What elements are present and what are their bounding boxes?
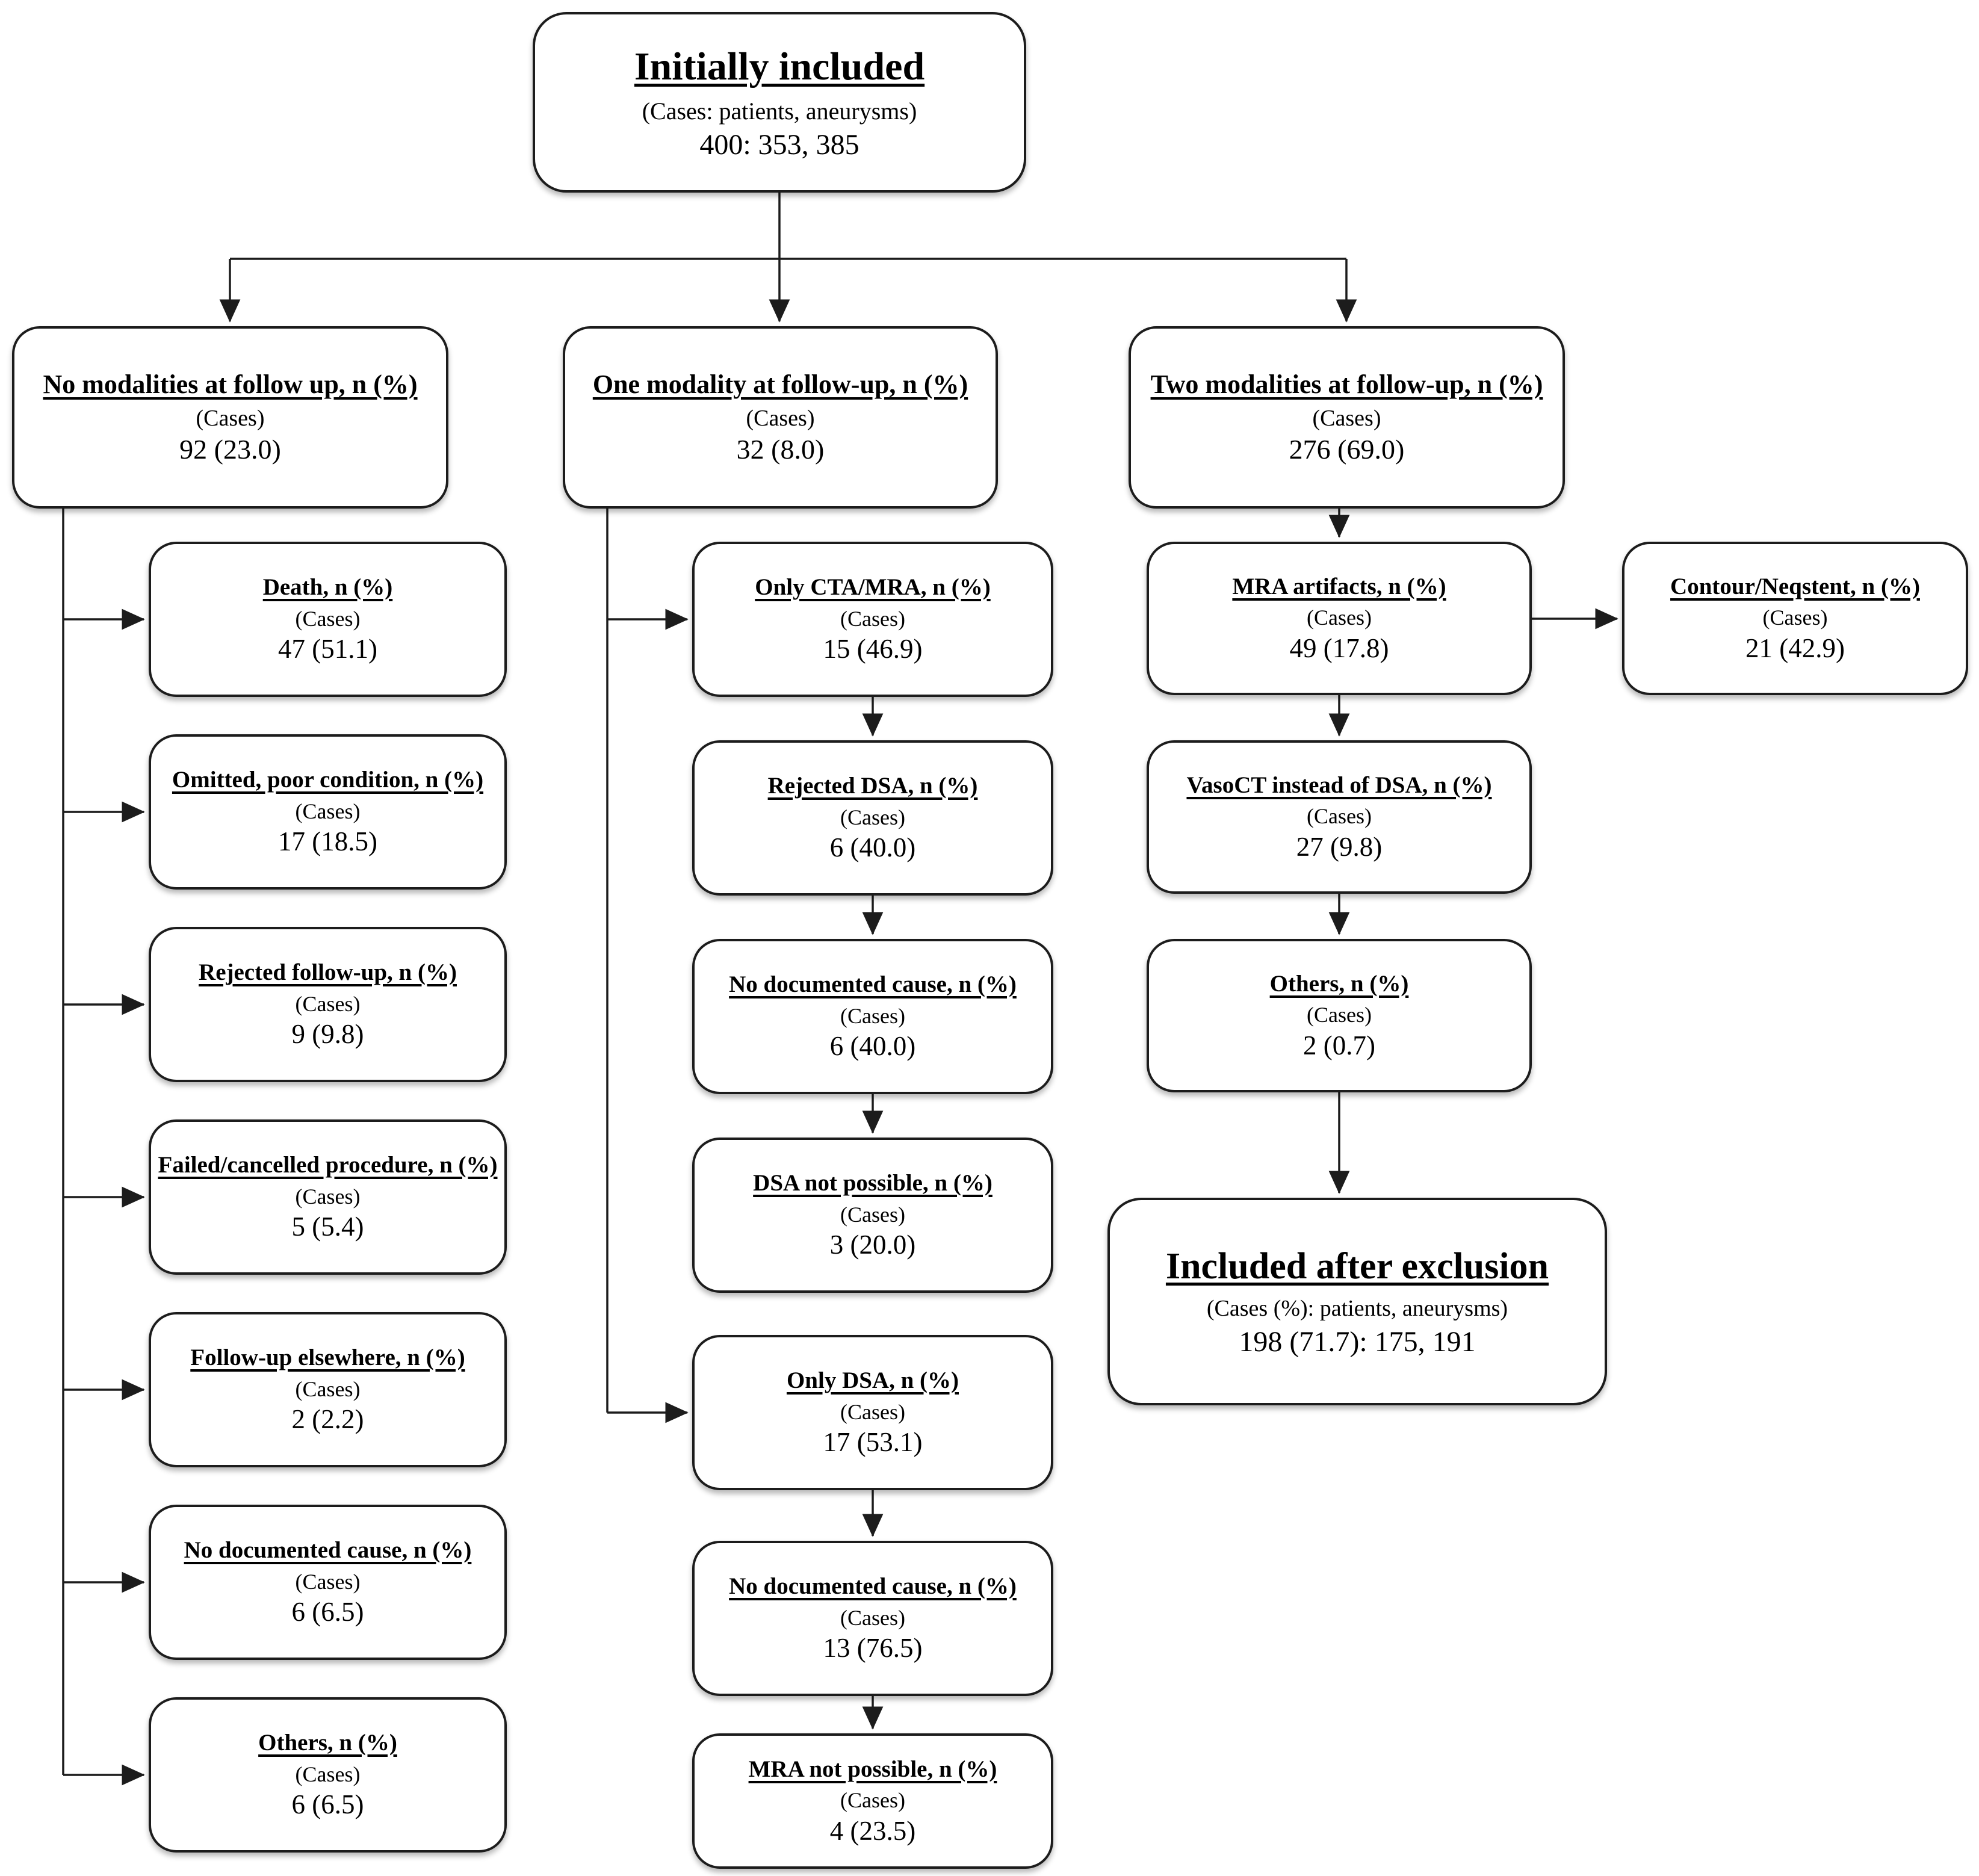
node-dsa-not-possible: DSA not possible, n (%) (Cases) 3 (20.0): [692, 1138, 1053, 1293]
node-subtitle: (Cases): [746, 405, 815, 431]
node-value: 6 (6.5): [291, 1597, 364, 1627]
node-rejected-follow-up: Rejected follow-up, n (%) (Cases) 9 (9.8…: [149, 927, 507, 1082]
node-subtitle: (Cases): [295, 991, 361, 1016]
node-title: MRA artifacts, n (%): [1232, 573, 1446, 599]
node-contour-neqstent: Contour/Neqstent, n (%) (Cases) 21 (42.9…: [1622, 542, 1968, 695]
node-subtitle: (Cases): [840, 1202, 905, 1227]
node-subtitle: (Cases): [295, 1762, 361, 1786]
node-value: 6 (40.0): [829, 832, 916, 863]
node-value: 17 (53.1): [823, 1427, 923, 1458]
node-subtitle: (Cases (%): patients, aneurysms): [1206, 1295, 1508, 1321]
node-value: 400: 353, 385: [699, 128, 859, 161]
node-title: Death, n (%): [262, 574, 393, 601]
node-value: 92 (23.0): [179, 434, 281, 465]
node-value: 5 (5.4): [291, 1212, 364, 1242]
node-title: No documented cause, n (%): [729, 971, 1017, 998]
node-value: 2 (2.2): [291, 1404, 364, 1435]
node-value: 3 (20.0): [829, 1230, 916, 1260]
node-title: Others, n (%): [1269, 970, 1409, 997]
node-failed-cancelled-procedure: Failed/cancelled procedure, n (%) (Cases…: [149, 1119, 507, 1275]
node-initially-included: Initially included (Cases: patients, ane…: [533, 12, 1026, 193]
node-value: 9 (9.8): [291, 1019, 364, 1050]
node-subtitle: (Cases): [840, 1605, 905, 1630]
node-title: Only CTA/MRA, n (%): [755, 574, 991, 601]
node-others-left: Others, n (%) (Cases) 6 (6.5): [149, 1697, 507, 1853]
node-title: No modalities at follow up, n (%): [43, 370, 418, 399]
node-value: 15 (46.9): [823, 634, 923, 664]
node-subtitle: (Cases): [295, 606, 361, 631]
node-title: Initially included: [634, 44, 925, 88]
node-value: 2 (0.7): [1303, 1030, 1375, 1060]
node-value: 27 (9.8): [1296, 831, 1383, 862]
node-title: No documented cause, n (%): [184, 1537, 472, 1564]
node-title: No documented cause, n (%): [729, 1573, 1017, 1600]
node-no-modalities: No modalities at follow up, n (%) (Cases…: [12, 326, 448, 509]
node-no-documented-cause-left: No documented cause, n (%) (Cases) 6 (6.…: [149, 1505, 507, 1660]
node-omitted-poor-condition: Omitted, poor condition, n (%) (Cases) 1…: [149, 734, 507, 890]
node-follow-up-elsewhere: Follow-up elsewhere, n (%) (Cases) 2 (2.…: [149, 1312, 507, 1467]
node-title: Only DSA, n (%): [786, 1367, 959, 1394]
node-subtitle: (Cases): [840, 606, 905, 631]
node-title: Rejected DSA, n (%): [767, 773, 978, 799]
node-subtitle: (Cases): [840, 805, 905, 829]
node-title: Follow-up elsewhere, n (%): [190, 1345, 465, 1371]
node-title: Rejected follow-up, n (%): [199, 959, 457, 986]
node-others-right: Others, n (%) (Cases) 2 (0.7): [1147, 939, 1532, 1092]
node-title: Others, n (%): [258, 1730, 397, 1756]
node-no-documented-cause-cta: No documented cause, n (%) (Cases) 6 (40…: [692, 939, 1053, 1094]
node-two-modalities: Two modalities at follow-up, n (%) (Case…: [1129, 326, 1565, 509]
node-title: One modality at follow-up, n (%): [592, 370, 968, 399]
node-mra-not-possible: MRA not possible, n (%) (Cases) 4 (23.5): [692, 1733, 1053, 1869]
node-subtitle: (Cases): [1307, 1003, 1372, 1027]
node-value: 49 (17.8): [1289, 633, 1389, 663]
node-subtitle: (Cases): [1307, 605, 1372, 630]
node-included-after-exclusion: Included after exclusion (Cases (%): pat…: [1107, 1198, 1607, 1405]
node-subtitle: (Cases): [840, 1399, 905, 1424]
node-title: DSA not possible, n (%): [753, 1170, 993, 1196]
node-title: Contour/Neqstent, n (%): [1670, 573, 1920, 599]
node-value: 276 (69.0): [1289, 434, 1405, 465]
node-one-modality: One modality at follow-up, n (%) (Cases)…: [563, 326, 998, 509]
node-title: Included after exclusion: [1165, 1245, 1549, 1287]
node-value: 32 (8.0): [736, 434, 825, 465]
node-only-cta-mra: Only CTA/MRA, n (%) (Cases) 15 (46.9): [692, 542, 1053, 697]
node-subtitle: (Cases): [295, 799, 361, 823]
node-mra-artifacts: MRA artifacts, n (%) (Cases) 49 (17.8): [1147, 542, 1532, 695]
node-value: 13 (76.5): [823, 1633, 923, 1664]
node-subtitle: (Cases): [1312, 405, 1381, 431]
node-only-dsa: Only DSA, n (%) (Cases) 17 (53.1): [692, 1335, 1053, 1490]
node-subtitle: (Cases): [196, 405, 265, 431]
node-subtitle: (Cases): [840, 1788, 905, 1813]
node-title: VasoCT instead of DSA, n (%): [1186, 772, 1492, 798]
node-subtitle: (Cases): [1307, 804, 1372, 829]
node-subtitle: (Cases): [840, 1003, 905, 1028]
node-subtitle: (Cases: patients, aneurysms): [642, 97, 917, 125]
node-no-documented-cause-dsa: No documented cause, n (%) (Cases) 13 (7…: [692, 1541, 1053, 1696]
node-value: 17 (18.5): [278, 826, 377, 857]
node-value: 6 (6.5): [291, 1789, 364, 1820]
node-subtitle: (Cases): [1762, 605, 1828, 630]
node-value: 198 (71.7): 175, 191: [1239, 1325, 1476, 1358]
node-value: 6 (40.0): [829, 1031, 916, 1062]
node-vasoct-instead-of-dsa: VasoCT instead of DSA, n (%) (Cases) 27 …: [1147, 740, 1532, 894]
node-subtitle: (Cases): [295, 1376, 361, 1401]
node-value: 4 (23.5): [829, 1815, 916, 1846]
node-value: 21 (42.9): [1745, 633, 1845, 663]
node-title: MRA not possible, n (%): [748, 1756, 997, 1782]
node-death: Death, n (%) (Cases) 47 (51.1): [149, 542, 507, 697]
node-subtitle: (Cases): [295, 1569, 361, 1594]
node-subtitle: (Cases): [295, 1184, 361, 1209]
node-title: Failed/cancelled procedure, n (%): [158, 1152, 498, 1178]
node-title: Omitted, poor condition, n (%): [172, 767, 484, 793]
node-value: 47 (51.1): [278, 634, 377, 664]
node-title: Two modalities at follow-up, n (%): [1150, 370, 1543, 399]
node-rejected-dsa: Rejected DSA, n (%) (Cases) 6 (40.0): [692, 740, 1053, 896]
